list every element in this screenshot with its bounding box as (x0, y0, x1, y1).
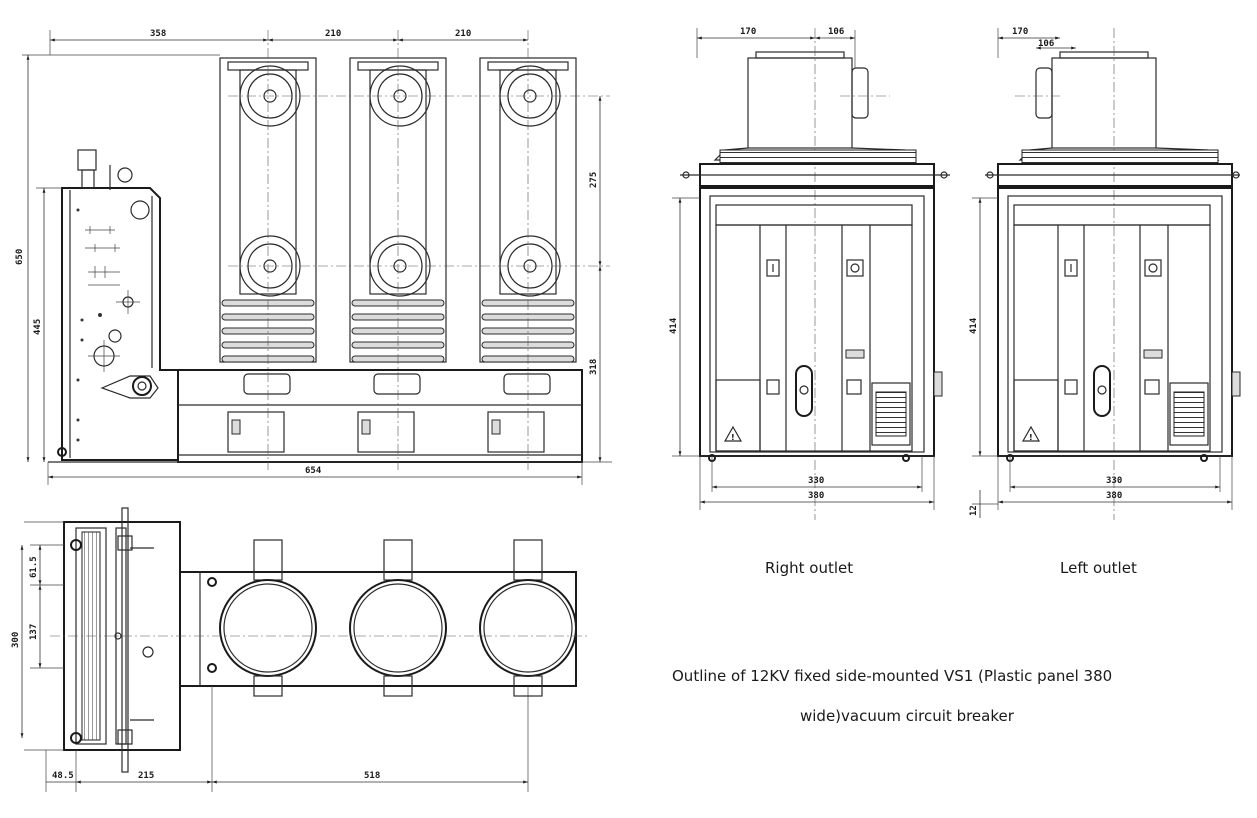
right-dim-380: 380 (808, 491, 824, 501)
warning-triangle-icon (723, 425, 743, 442)
dim-48-5: 48.5 (52, 771, 74, 781)
right-dim-170: 170 (740, 27, 756, 37)
base-frame (177, 369, 583, 463)
left-handle (1093, 365, 1111, 417)
dim-210-b: 210 (455, 29, 471, 39)
right-dim-106: 106 (828, 27, 844, 37)
left-top-panel (1013, 204, 1211, 226)
left-dim-106: 106 (1038, 39, 1054, 49)
dim-210-a: 210 (325, 29, 341, 39)
dim-215: 215 (138, 771, 154, 781)
dim-300: 300 (11, 632, 21, 648)
left-dim-170: 170 (1012, 27, 1028, 37)
mechanism-housing (61, 187, 179, 461)
top-pole-a (219, 539, 317, 697)
auxiliary-switch (77, 149, 97, 171)
operating-lever (100, 375, 159, 399)
top-pole-c (479, 539, 577, 697)
dim-654: 654 (305, 466, 322, 476)
right-nameplate (875, 391, 907, 437)
top-pole-b (349, 539, 447, 697)
right-outlet-label: Right outlet (765, 559, 853, 577)
right-handle (795, 365, 813, 417)
left-dim-414: 414 (969, 317, 979, 334)
caption-line-1: Outline of 12KV fixed side-mounted VS1 (… (672, 667, 1112, 685)
left-dim-12: 12 (969, 505, 979, 516)
front-view: 358 210 210 650 445 275 318 654 (15, 29, 612, 485)
front-dimensions (22, 30, 612, 485)
svg-text:!: ! (731, 433, 735, 442)
caption-line-2: wide)vacuum circuit breaker (800, 707, 1015, 725)
dim-61-5: 61.5 (29, 556, 39, 578)
right-dim-414: 414 (669, 317, 679, 334)
warning-triangle-icon (1021, 425, 1041, 442)
right-dim-330: 330 (808, 476, 824, 486)
right-top-box (747, 57, 853, 149)
left-dim-380: 380 (1106, 491, 1122, 501)
right-top-panel (715, 204, 913, 226)
right-outlet-view: ! 170 106 414 330 380 (669, 27, 950, 520)
left-top-box (1051, 57, 1157, 149)
dim-318: 318 (589, 359, 599, 375)
left-outlet-label: Left outlet (1060, 559, 1137, 577)
svg-text:!: ! (1029, 433, 1033, 442)
dim-518: 518 (364, 771, 380, 781)
dim-650: 650 (15, 249, 25, 265)
dim-275: 275 (589, 172, 599, 188)
left-nameplate (1173, 391, 1205, 437)
dim-137: 137 (29, 624, 39, 640)
left-outlet-view: ! 170 106 414 330 380 12 (969, 27, 1241, 520)
dim-445: 445 (33, 319, 43, 335)
top-view: 61.5 137 300 48.5 215 518 (11, 507, 590, 792)
left-dim-330: 330 (1106, 476, 1122, 486)
dim-358: 358 (150, 29, 166, 39)
